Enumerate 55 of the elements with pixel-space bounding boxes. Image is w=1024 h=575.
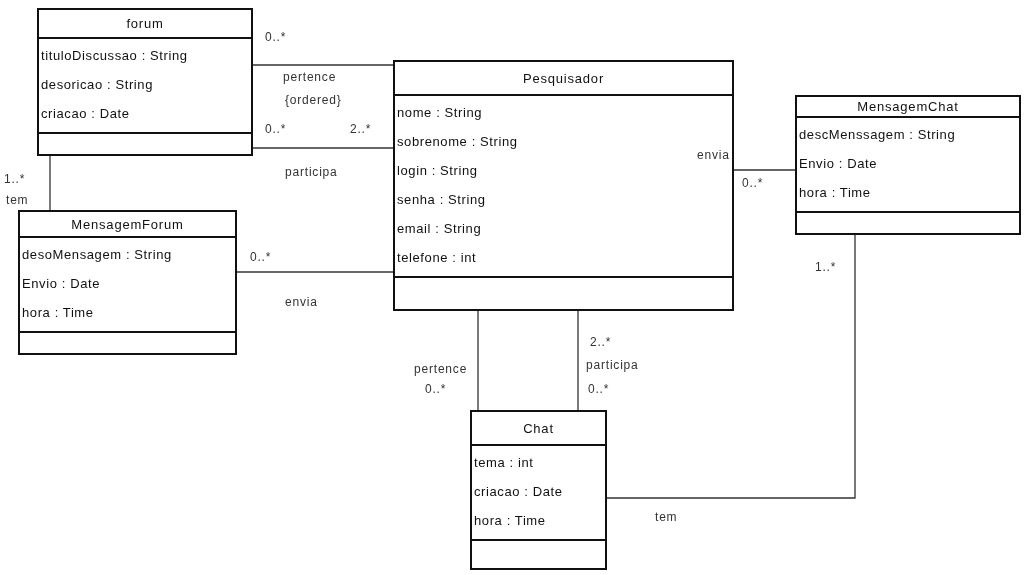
attribute-text: telefone : int: [397, 249, 477, 267]
attribute-text: criacao : Date: [41, 105, 130, 123]
edge-label: pertence: [283, 70, 337, 84]
class-box: [37, 8, 253, 156]
association-line: [606, 234, 856, 499]
attribute-text: hora : Time: [474, 512, 546, 530]
attribute-text: sobrenome : String: [397, 133, 518, 151]
multiplicity-label: 1..*: [4, 172, 26, 186]
attribute-text: hora : Time: [799, 184, 871, 202]
association-line: [236, 271, 394, 273]
edge-label: participa: [586, 358, 639, 372]
edge-label: pertence: [414, 362, 468, 376]
attribute-text: tema : int: [474, 454, 534, 472]
edge-label: envia: [697, 148, 730, 162]
attribute-text: desoMensagem : String: [22, 246, 172, 264]
attribute-text: tituloDiscussao : String: [41, 47, 188, 65]
attribute-text: login : String: [397, 162, 478, 180]
multiplicity-label: 0..*: [250, 250, 272, 264]
multiplicity-label: 0..*: [265, 30, 287, 44]
association-line: [577, 310, 579, 411]
class-box: [470, 410, 607, 570]
attribute-text: Envio : Date: [799, 155, 877, 173]
multiplicity-label: 2..*: [590, 335, 612, 349]
edge-label: participa: [285, 165, 338, 179]
class-name: Pesquisador: [522, 70, 605, 86]
multiplicity-label: 2..*: [350, 122, 372, 136]
attribute-text: senha : String: [397, 191, 486, 209]
multiplicity-label: 0..*: [265, 122, 287, 136]
multiplicity-label: 0..*: [588, 382, 610, 396]
attribute-text: desoricao : String: [41, 76, 153, 94]
multiplicity-label: 0..*: [742, 176, 764, 190]
association-line: [477, 310, 479, 411]
attribute-text: criacao : Date: [474, 483, 563, 501]
class-box: [795, 95, 1021, 235]
class-name: MensagemChat: [857, 99, 959, 114]
association-line: [49, 155, 51, 211]
edge-label: tem: [6, 193, 29, 207]
multiplicity-label: 0..*: [425, 382, 447, 396]
association-line: [733, 169, 796, 171]
edge-label: envia: [285, 295, 318, 309]
class-box: [393, 60, 734, 311]
attribute-text: Envio : Date: [22, 275, 100, 293]
class-box: [18, 210, 237, 355]
attribute-text: descMenssagem : String: [799, 126, 956, 144]
constraint-label: {ordered}: [285, 93, 342, 107]
class-name: Chat: [523, 420, 554, 436]
edge-label: tem: [655, 510, 678, 524]
multiplicity-label: 1..*: [815, 260, 837, 274]
class-name: MensagemForum: [71, 216, 184, 232]
attribute-text: hora : Time: [22, 304, 94, 322]
class-name: forum: [126, 16, 164, 31]
attribute-text: nome : String: [397, 104, 483, 122]
association-line: [252, 147, 394, 149]
attribute-text: email : String: [397, 220, 482, 238]
association-line: [252, 64, 394, 66]
